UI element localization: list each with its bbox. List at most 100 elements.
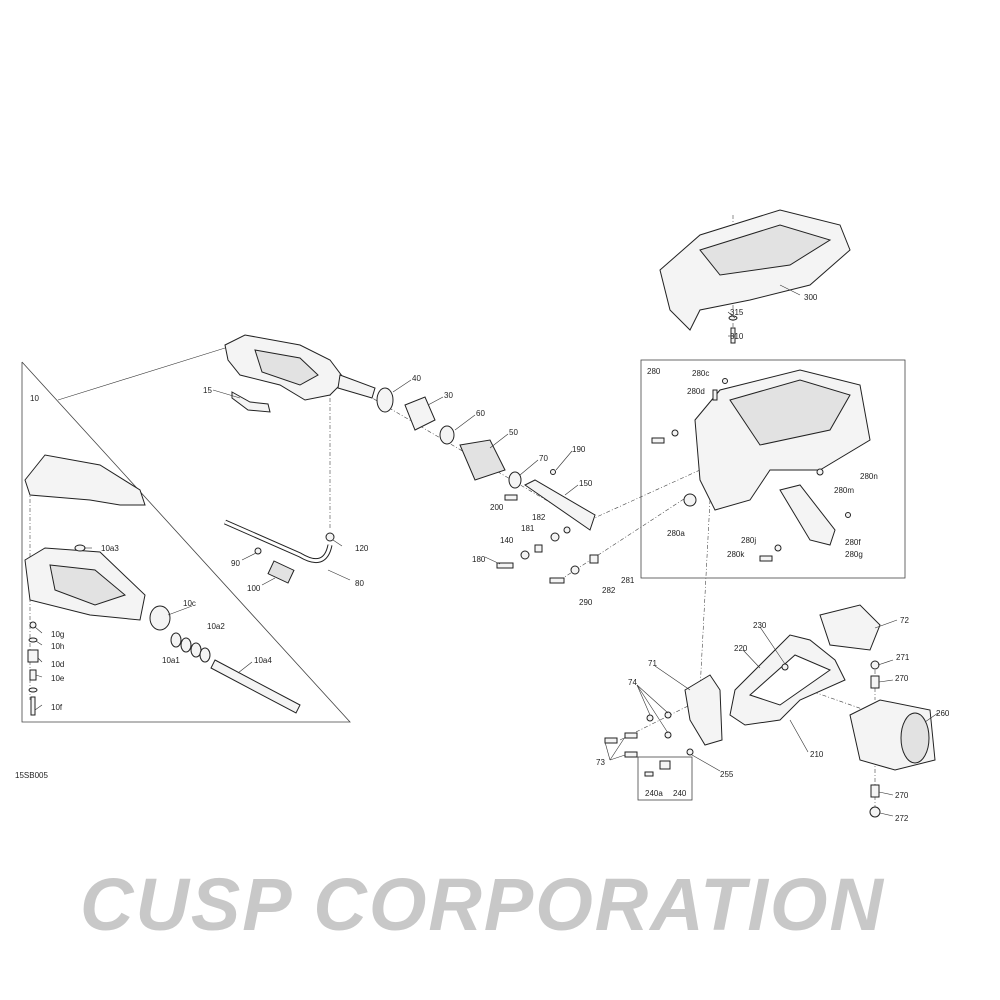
leader-line [759,626,786,665]
leader-line [35,674,43,678]
leader-line [877,659,894,666]
callout-210: 210 [810,750,824,759]
callout-280m: 280m [834,486,854,495]
assembly-line [619,699,701,741]
leader-line [879,812,894,817]
leader-line [392,379,412,393]
callout-40: 40 [412,374,421,383]
callout-30: 30 [444,391,453,400]
callout-190: 190 [572,445,586,454]
callout-10d: 10d [51,660,64,669]
callout-10e: 10e [51,674,65,683]
supercharger-assembly [224,334,376,413]
assembly-10-panel [21,347,351,723]
leader-line [327,569,351,581]
leader-line [742,649,761,669]
leader-line [167,605,193,616]
leader-line [924,712,939,723]
callout-315: 315 [730,308,744,317]
callout-100: 100 [247,584,261,593]
leader-line [564,484,579,496]
drive-parts [376,387,599,584]
cover-300 [659,209,851,344]
leader-line [636,684,651,716]
callout-272: 272 [895,814,909,823]
leader-line [35,640,43,646]
assembly-240-box [637,756,693,801]
callout-10a3: 10a3 [101,544,119,553]
leader-line [691,754,721,772]
callout-120: 120 [355,544,369,553]
callout-70: 70 [539,454,548,463]
callout-73: 73 [596,758,605,767]
leader-line [727,311,736,319]
callout-280f: 280f [845,538,861,547]
callout-74: 74 [628,678,637,687]
link-150 [524,479,596,531]
leader-line [427,396,444,406]
diagram-code: 15SB005 [15,771,48,780]
leader-line [212,389,241,399]
leader-line [519,459,539,476]
leader-line [636,684,669,734]
callout-281: 281 [621,576,635,585]
leader-line [874,619,898,629]
leader-line [37,657,43,663]
callout-300: 300 [804,293,818,302]
watermark: CUSP CORPORATION [80,863,885,946]
assembly-line [699,499,711,691]
callout-10g: 10g [51,630,64,639]
leader-line [237,661,253,674]
callout-280g: 280g [845,550,863,559]
callout-60: 60 [476,409,485,418]
callout-10a2: 10a2 [207,622,225,631]
callout-280k: 280k [727,550,745,559]
supercharger-exploded [24,454,301,716]
leader-line [241,552,257,561]
hose-80 [223,519,335,584]
callout-280j: 280j [741,536,756,545]
callout-270a: 270 [895,674,909,683]
callout-72: 72 [900,616,909,625]
callout-280c: 280c [692,369,709,378]
leader-line [789,719,809,753]
callout-240a: 240a [645,789,663,798]
callout-10c: 10c [183,599,196,608]
leader-line [604,741,611,761]
callout-310: 310 [730,332,744,341]
callout-200: 200 [490,503,504,512]
bracket-71 [684,674,723,746]
leader-line [609,754,626,761]
leader-line [609,736,626,761]
cover-280 [651,369,871,562]
leader-line [779,284,801,296]
leader-line [654,665,691,691]
callout-140: 140 [500,536,514,545]
callout-260: 260 [936,709,950,718]
leader-line [34,626,43,634]
callout-15: 15 [203,386,212,395]
callout-90: 90 [231,559,240,568]
assembly-280-box [640,359,906,579]
leader-line [332,539,343,547]
callout-80: 80 [355,579,364,588]
callout-255: 255 [720,770,734,779]
nozzle-parts [604,604,936,818]
callout-280d: 280d [687,387,705,396]
callout-labels: 1015403060507019015020018218114012090100… [30,293,950,823]
callout-10: 10 [30,394,39,403]
callout-10f: 10f [51,703,63,712]
leader-line [489,433,509,449]
callout-182: 182 [532,513,546,522]
callout-240: 240 [673,789,687,798]
callout-290: 290 [579,598,593,607]
leader-line [636,684,669,714]
callout-10h: 10h [51,642,64,651]
assembly-line [349,384,581,521]
shaft-10a4 [210,659,301,714]
assembly-line [589,469,701,521]
callout-271: 271 [896,653,910,662]
callout-280: 280 [647,367,661,376]
